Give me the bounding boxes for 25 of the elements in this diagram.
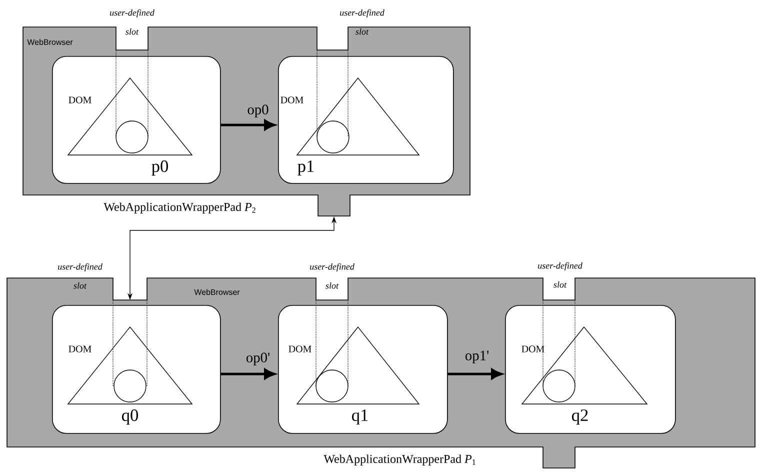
edge-label: op1' <box>465 350 488 364</box>
dom-label: DOM <box>68 96 92 104</box>
dom-label: DOM <box>522 346 544 352</box>
slot-label: user-defined slot <box>538 262 582 288</box>
slot-label: user-defined slot <box>340 9 384 35</box>
browser-label: WebBrowser <box>27 39 73 45</box>
slot-label: user-defined slot <box>58 263 102 289</box>
page-label: p1 <box>298 160 314 176</box>
browser-label: WebBrowser <box>194 289 240 295</box>
edge-label: op0' <box>246 352 270 366</box>
arrow <box>220 368 275 380</box>
pad-caption: WebApplicationWrapperPad P$_{1}$ <box>324 454 476 466</box>
page-label: q0 <box>122 409 138 425</box>
pad-caption: WebApplicationWrapperPad P$_{2}$ <box>104 202 256 214</box>
page-label: q1 <box>352 409 368 425</box>
dom-label: DOM <box>68 346 92 352</box>
arrow <box>448 368 502 380</box>
page-label: p0 <box>152 160 168 176</box>
dom-label: DOM <box>288 346 312 352</box>
slot-label: user-defined slot <box>110 9 154 35</box>
slot-label: user-defined slot <box>310 263 354 289</box>
page-label: q2 <box>572 409 588 425</box>
dom-label: DOM <box>280 96 304 104</box>
edge-label: op0 <box>248 104 268 118</box>
arrow <box>220 120 275 130</box>
